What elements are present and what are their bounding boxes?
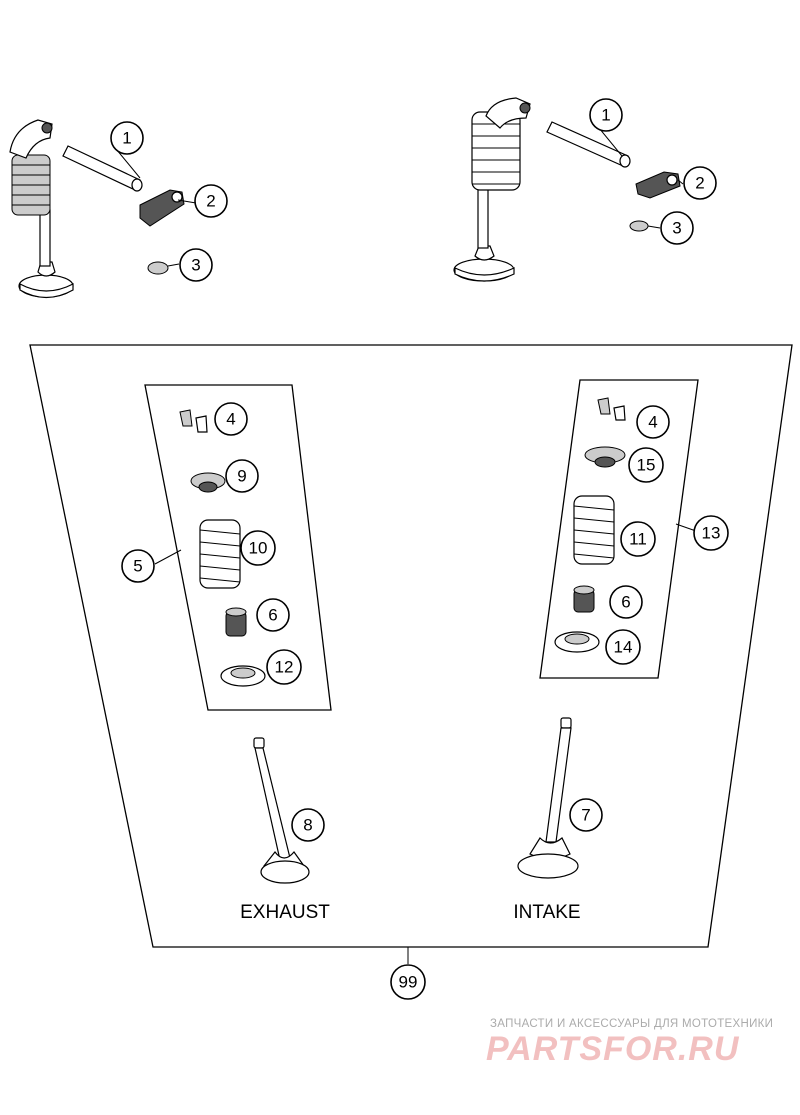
valve-shim-left bbox=[147, 261, 169, 275]
valve-keeper-left bbox=[179, 409, 208, 433]
callout-7: 7 bbox=[569, 798, 603, 832]
callout-2-left: 2 bbox=[194, 184, 228, 218]
svg-text:6: 6 bbox=[268, 606, 277, 625]
spring-seat-right bbox=[554, 631, 600, 653]
rocker-shaft-right bbox=[546, 121, 631, 168]
svg-text:3: 3 bbox=[191, 256, 200, 275]
svg-text:14: 14 bbox=[614, 638, 633, 657]
valve-spring-left bbox=[199, 519, 241, 589]
spring-retainer-left bbox=[190, 472, 226, 493]
callout-99: 99 bbox=[390, 964, 426, 1000]
svg-text:3: 3 bbox=[672, 219, 681, 238]
svg-text:15: 15 bbox=[637, 456, 656, 475]
rocker-arm-left bbox=[139, 189, 185, 227]
callout-3-right: 3 bbox=[660, 211, 694, 245]
valve-keeper-right bbox=[597, 397, 626, 421]
callout-6-right: 6 bbox=[609, 585, 643, 619]
intake-valve-assembly-illustration bbox=[453, 97, 531, 282]
callout-13: 13 bbox=[693, 515, 729, 551]
svg-text:8: 8 bbox=[303, 816, 312, 835]
svg-text:13: 13 bbox=[702, 524, 721, 543]
svg-text:11: 11 bbox=[629, 530, 647, 549]
callout-4-left: 4 bbox=[214, 402, 248, 436]
intake-parts-frame bbox=[539, 379, 699, 679]
valve-stem-seal-left bbox=[225, 607, 247, 637]
kit-frame bbox=[29, 344, 793, 948]
svg-text:6: 6 bbox=[621, 593, 630, 612]
intake-label: INTAKE bbox=[513, 902, 580, 923]
callout-1-left: 1 bbox=[110, 121, 144, 155]
svg-text:1: 1 bbox=[601, 106, 610, 125]
svg-text:1: 1 bbox=[122, 129, 131, 148]
callout-14: 14 bbox=[605, 629, 641, 665]
rocker-arm-right bbox=[635, 171, 681, 199]
intake-valve bbox=[517, 717, 579, 879]
svg-text:2: 2 bbox=[695, 174, 704, 193]
rocker-shaft-left bbox=[62, 145, 143, 192]
callout-12: 12 bbox=[266, 649, 302, 685]
callout-3-left: 3 bbox=[179, 248, 213, 282]
callout-4-right: 4 bbox=[636, 405, 670, 439]
svg-text:10: 10 bbox=[249, 539, 268, 558]
valve-shim-right bbox=[629, 220, 649, 232]
exhaust-parts-frame bbox=[144, 384, 332, 711]
svg-text:12: 12 bbox=[275, 658, 294, 677]
callout-8: 8 bbox=[291, 808, 325, 842]
callout-10: 10 bbox=[240, 530, 276, 566]
valve-spring-right bbox=[573, 495, 615, 565]
exhaust-label: EXHAUST bbox=[240, 902, 330, 923]
svg-text:2: 2 bbox=[206, 192, 215, 211]
callout-11: 11 bbox=[620, 521, 656, 557]
spring-retainer-right bbox=[584, 446, 626, 468]
valve-stem-seal-right bbox=[573, 585, 595, 613]
callout-6-left: 6 bbox=[256, 598, 290, 632]
callout-1-right: 1 bbox=[589, 98, 623, 132]
svg-text:5: 5 bbox=[133, 557, 142, 576]
watermark-logo: PARTSFOR.RU bbox=[486, 1030, 740, 1068]
callout-15: 15 bbox=[628, 447, 664, 483]
callout-9: 9 bbox=[225, 459, 259, 493]
svg-text:99: 99 bbox=[399, 973, 418, 992]
svg-text:9: 9 bbox=[237, 467, 246, 486]
callout-5: 5 bbox=[121, 549, 155, 583]
exhaust-valve-assembly-illustration bbox=[9, 119, 74, 299]
svg-text:7: 7 bbox=[581, 806, 590, 825]
callout-2-right: 2 bbox=[683, 166, 717, 200]
svg-text:4: 4 bbox=[648, 413, 657, 432]
exhaust-valve bbox=[253, 737, 310, 884]
watermark-tagline: ЗАПЧАСТИ И АКСЕССУАРЫ ДЛЯ МОТОТЕХНИКИ bbox=[490, 1018, 774, 1030]
spring-seat-left bbox=[220, 665, 266, 687]
svg-text:4: 4 bbox=[226, 410, 235, 429]
